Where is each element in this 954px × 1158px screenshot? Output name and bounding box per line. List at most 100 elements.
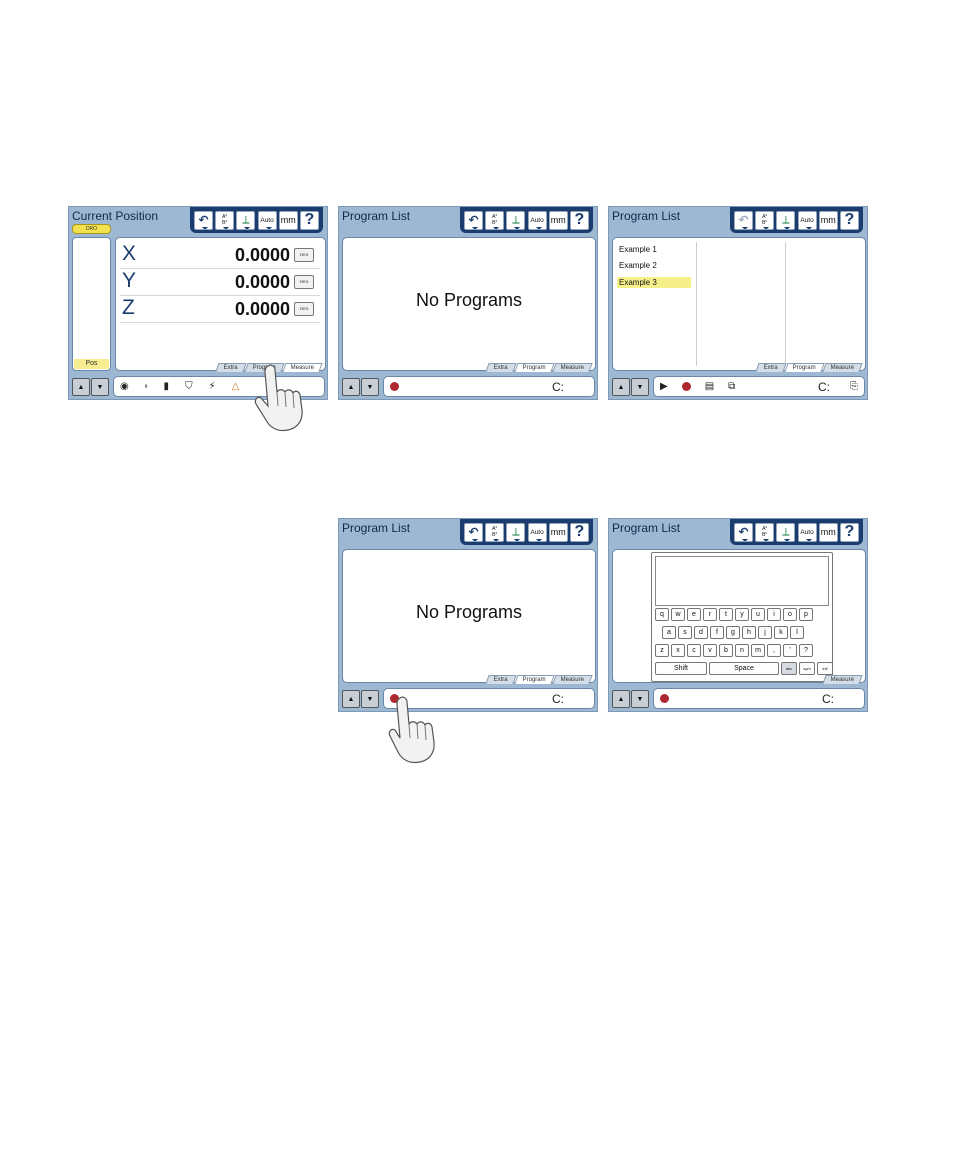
units-button[interactable]: mm — [818, 522, 838, 542]
drive-label[interactable]: C: — [822, 691, 834, 706]
pos-label[interactable]: Pos — [74, 359, 109, 369]
tab-extra[interactable]: Extra — [484, 675, 517, 684]
angle-format-button[interactable]: A°B° — [755, 522, 775, 542]
datum-button[interactable]: ⟂ — [236, 210, 256, 230]
tab-measure[interactable]: Measure — [552, 675, 593, 684]
datum-button[interactable]: ⟂ — [506, 210, 526, 230]
key[interactable]: t — [719, 608, 733, 621]
program-item-selected[interactable]: Example 3 — [617, 277, 691, 288]
undo-button[interactable]: ↶ — [194, 210, 214, 230]
key[interactable]: u — [751, 608, 765, 621]
key[interactable]: n — [735, 644, 749, 657]
tab-extra[interactable]: Extra — [484, 363, 517, 372]
key[interactable]: v — [703, 644, 717, 657]
units-button[interactable]: mm — [278, 210, 298, 230]
file-transfer-icon[interactable]: ⎘ — [850, 381, 858, 392]
help-button[interactable]: ? — [299, 210, 319, 230]
zero-z-button[interactable]: zero — [294, 302, 314, 316]
shift-key[interactable]: Shift — [655, 662, 707, 675]
undo-button[interactable]: ↶ — [734, 522, 754, 542]
angle-format-button[interactable]: A°B° — [485, 522, 505, 542]
arrow-up-button[interactable]: ▲ — [342, 378, 360, 396]
arrow-up-button[interactable]: ▲ — [612, 690, 630, 708]
key[interactable]: ? — [799, 644, 813, 657]
angle-format-button[interactable]: A°B° — [485, 210, 505, 230]
key[interactable]: e — [687, 608, 701, 621]
construct-icon[interactable]: ⚡ — [208, 381, 216, 392]
key[interactable]: w — [671, 608, 685, 621]
record-icon[interactable] — [390, 382, 399, 391]
arrow-down-button[interactable]: ▼ — [631, 378, 649, 396]
angle-measure-icon[interactable]: △ — [231, 381, 240, 392]
auto-button[interactable]: Auto — [797, 210, 817, 230]
arrow-down-button[interactable]: ▼ — [91, 378, 109, 396]
key[interactable]: o — [783, 608, 797, 621]
space-key[interactable]: Space — [709, 662, 779, 675]
tab-measure[interactable]: Measure — [822, 675, 863, 684]
auto-button[interactable]: Auto — [797, 522, 817, 542]
datum-button[interactable]: ⟂ — [776, 522, 796, 542]
record-icon[interactable] — [681, 382, 691, 391]
auto-button[interactable]: Auto — [257, 210, 277, 230]
tab-program[interactable]: Program — [514, 363, 555, 372]
key[interactable]: r — [703, 608, 717, 621]
key[interactable]: p — [799, 608, 813, 621]
run-icon[interactable]: ▶ — [660, 381, 668, 392]
undo-button[interactable]: ↶ — [464, 210, 484, 230]
key[interactable]: l — [790, 626, 804, 639]
arrow-up-button[interactable]: ▲ — [612, 378, 630, 396]
datum-button[interactable]: ⟂ — [776, 210, 796, 230]
arrow-up-button[interactable]: ▲ — [342, 690, 360, 708]
drive-label[interactable]: C: — [552, 691, 564, 706]
cylinder-measure-icon[interactable]: ▮ — [163, 381, 170, 392]
key[interactable]: , — [767, 644, 781, 657]
tab-program[interactable]: Program — [784, 363, 825, 372]
tab-measure[interactable]: Measure — [822, 363, 863, 372]
record-icon[interactable] — [390, 694, 399, 703]
auto-button[interactable]: Auto — [527, 522, 547, 542]
key[interactable]: g — [726, 626, 740, 639]
key[interactable]: y — [735, 608, 749, 621]
units-button[interactable]: mm — [818, 210, 838, 230]
help-button[interactable]: ? — [569, 210, 589, 230]
program-item[interactable]: Example 2 — [619, 261, 657, 270]
undo-button[interactable]: ↶ — [464, 522, 484, 542]
units-button[interactable]: mm — [548, 522, 568, 542]
key[interactable]: d — [694, 626, 708, 639]
arrow-up-button[interactable]: ▲ — [72, 378, 90, 396]
key[interactable]: x — [671, 644, 685, 657]
key[interactable]: f — [710, 626, 724, 639]
copy-program-icon[interactable]: ⧉ — [728, 381, 736, 392]
key[interactable]: i — [767, 608, 781, 621]
undo-button[interactable]: ↶ — [734, 210, 754, 230]
key[interactable]: s — [678, 626, 692, 639]
tab-extra[interactable]: Extra — [754, 363, 787, 372]
line-measure-icon[interactable]: ⬫ — [144, 381, 148, 392]
units-button[interactable]: mm — [548, 210, 568, 230]
help-button[interactable]: ? — [569, 522, 589, 542]
help-button[interactable]: ? — [839, 210, 859, 230]
key[interactable]: z — [655, 644, 669, 657]
edit-program-icon[interactable]: ▤ — [704, 381, 715, 392]
feature-list-panel[interactable]: Pos — [72, 237, 111, 371]
key[interactable]: m — [751, 644, 765, 657]
zero-x-button[interactable]: zero — [294, 248, 314, 262]
zero-y-button[interactable]: zero — [294, 275, 314, 289]
drive-label[interactable]: C: — [818, 379, 830, 394]
help-button[interactable]: ? — [839, 522, 859, 542]
dro-badge[interactable]: DRO — [72, 224, 111, 234]
key[interactable]: k — [774, 626, 788, 639]
angle-format-button[interactable]: A°B° — [755, 210, 775, 230]
key[interactable]: c — [687, 644, 701, 657]
intl-mode-key[interactable]: intl — [817, 662, 833, 675]
arrow-down-button[interactable]: ▼ — [361, 378, 379, 396]
datum-button[interactable]: ⟂ — [506, 522, 526, 542]
angle-format-button[interactable]: A°B° — [215, 210, 235, 230]
tab-measure[interactable]: Measure — [552, 363, 593, 372]
key[interactable]: ' — [783, 644, 797, 657]
drive-label[interactable]: C: — [552, 379, 564, 394]
auto-button[interactable]: Auto — [527, 210, 547, 230]
key[interactable]: q — [655, 608, 669, 621]
cone-measure-icon[interactable]: ⛉ — [185, 381, 193, 392]
tab-program[interactable]: Program — [514, 675, 555, 684]
